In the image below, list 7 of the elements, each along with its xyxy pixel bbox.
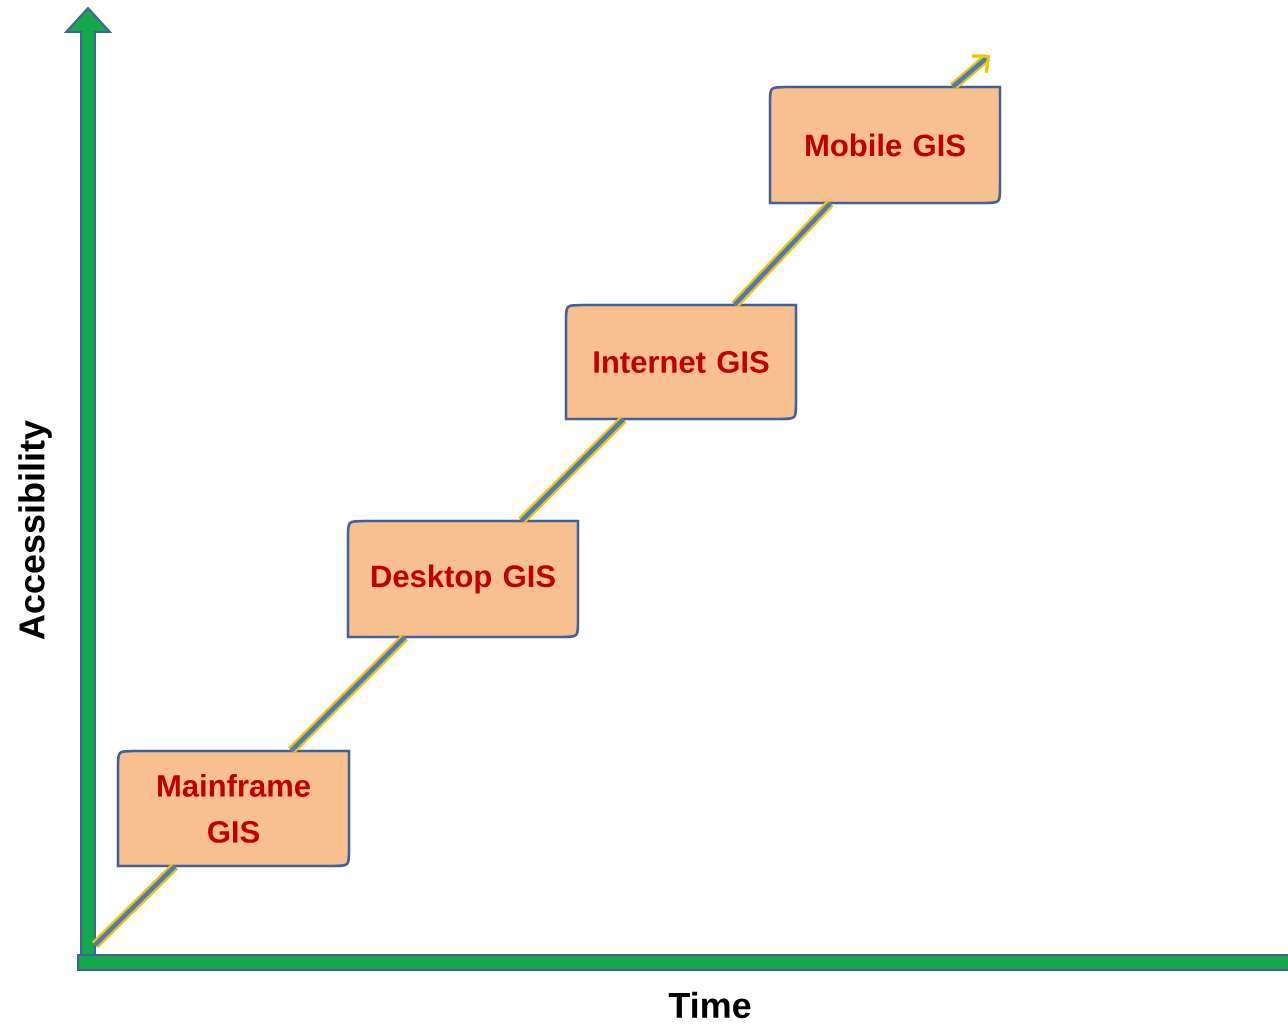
process-box: Mobile GIS bbox=[768, 85, 1002, 205]
process-box: Desktop GIS bbox=[346, 519, 580, 639]
arrow bbox=[949, 54, 991, 91]
process-box: Internet GIS bbox=[564, 303, 798, 421]
axis-label: Time bbox=[668, 991, 751, 1019]
axis-label: Accessibility bbox=[18, 420, 52, 640]
process-box: Mainframe GIS bbox=[116, 749, 351, 868]
